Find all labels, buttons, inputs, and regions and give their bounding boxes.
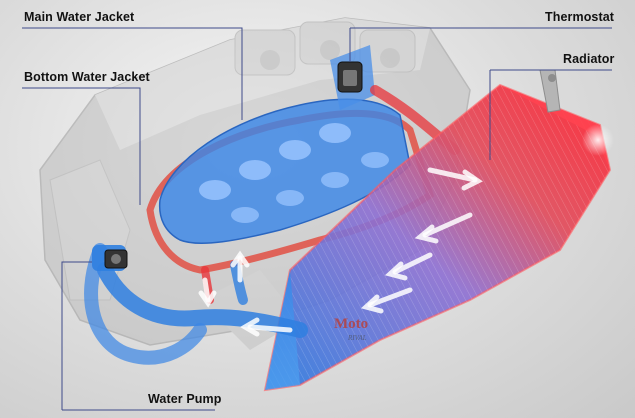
water-pump-shape [92,245,128,271]
cold-return-pipe [97,262,308,338]
bottom-water-jacket-label: Bottom Water Jacket [24,70,150,84]
watermark-subtext: RIVAL [348,334,367,342]
flow-arrows [198,167,483,337]
water-pump-label: Water Pump [148,392,222,406]
radiator-shape [263,69,614,392]
thermostat-housing [330,45,375,110]
radiator-label: Radiator [563,52,615,66]
main-water-jacket-label: Main Water Jacket [24,10,135,24]
watermark-logo: Moto [334,316,369,332]
leader-lines [22,27,612,411]
thermostat-label: Thermostat [545,10,615,24]
